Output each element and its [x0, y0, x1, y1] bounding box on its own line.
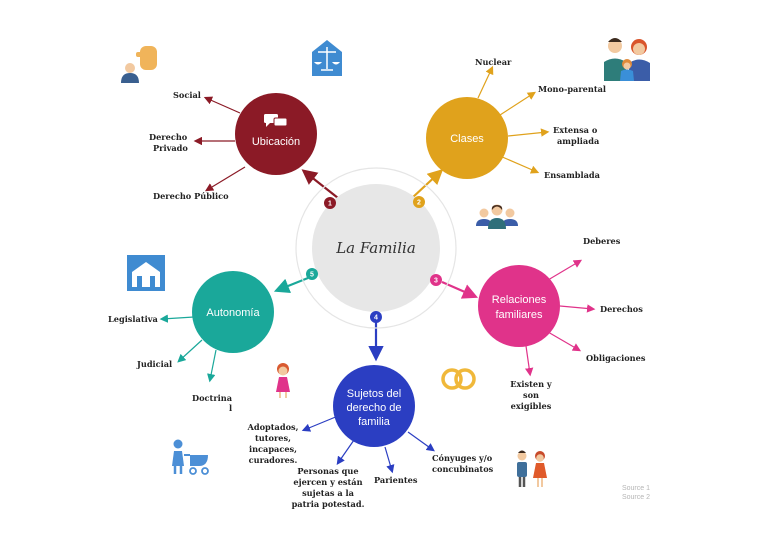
- branch-social: [203, 96, 241, 114]
- label-patria-potestad: patria potestad.: [292, 499, 365, 509]
- label-ampliada: ampliada: [557, 136, 600, 146]
- label-tutores: tutores,: [255, 433, 291, 443]
- node-ubicacion: Ubicación Social Derecho Privado Derecho…: [149, 90, 317, 201]
- branch-judicial: [177, 339, 203, 363]
- sujetos-title-line2: derecho de: [346, 402, 401, 414]
- branch-derechos: [559, 304, 596, 313]
- label-privado: Privado: [153, 143, 188, 153]
- label-obligaciones: Obligaciones: [586, 353, 646, 363]
- source-1: Source 1: [622, 485, 650, 492]
- label-social: Social: [173, 90, 201, 100]
- branch-deberes: [547, 259, 583, 281]
- label-sujetas: sujetas a la: [302, 488, 355, 498]
- relaciones-title-line2: familiares: [495, 309, 543, 321]
- label-curadores: curadores.: [249, 455, 298, 465]
- branch-conyuges: [407, 431, 435, 452]
- ubicacion-title: Ubicación: [252, 136, 300, 148]
- label-conyuges: Cónyuges y/o: [432, 453, 493, 463]
- label-doctrina-l: l: [229, 403, 232, 413]
- label-exigibles: exigibles: [511, 401, 552, 411]
- relaciones-title-line1: Relaciones: [492, 294, 547, 306]
- badge-2-label: 2: [417, 200, 421, 207]
- label-son: son: [523, 390, 539, 400]
- label-nuclear: Nuclear: [475, 57, 512, 67]
- label-personas-que: Personas que: [297, 466, 358, 476]
- center-circle: [312, 184, 440, 312]
- sujetos-title-line3: familia: [358, 416, 391, 428]
- branch-patria-potestad: [336, 439, 355, 465]
- badge-4: [370, 311, 382, 323]
- label-incapaces: incapaces,: [249, 444, 297, 454]
- center-ring: [295, 167, 457, 329]
- badge-4-label: 4: [374, 315, 378, 322]
- hand-user-icon: [121, 46, 157, 83]
- house-icon: [127, 255, 165, 291]
- label-judicial: Judicial: [136, 359, 172, 369]
- branch-adoptados: [301, 415, 339, 432]
- rings-icon: [441, 368, 476, 390]
- group-icon: [476, 204, 518, 229]
- label-legislativa: Legislativa: [108, 314, 158, 324]
- label-existen: Existen y: [510, 379, 552, 389]
- branch-legislativa: [159, 314, 195, 323]
- label-derecho: Derecho: [149, 132, 188, 142]
- scales-icon: [312, 40, 342, 76]
- source-2: Source 2: [622, 494, 650, 501]
- mother-stroller-icon: [172, 439, 209, 475]
- label-ejercen: ejercen y están: [293, 477, 362, 487]
- badge-2: [413, 196, 425, 208]
- family-photo-icon: [601, 37, 654, 81]
- branch-doctrinal: [207, 349, 217, 383]
- autonomia-circle: [192, 271, 274, 353]
- clases-title: Clases: [450, 133, 484, 145]
- branch-obligaciones: [547, 331, 582, 352]
- branch-exigibles: [524, 345, 534, 377]
- relaciones-circle: [478, 265, 560, 347]
- badge-1-label: 1: [328, 201, 332, 208]
- sujetos-circle: [333, 365, 415, 447]
- branch-extensa: [507, 128, 550, 137]
- sujetos-title-line1: Sujetos del: [347, 388, 401, 400]
- branch-mono-parental: [499, 91, 537, 116]
- number-badges: 1 2 3 4 5: [306, 196, 442, 323]
- node-sujetos: Sujetos del derecho de familia Adoptados…: [247, 365, 494, 509]
- label-derechos: Derechos: [600, 304, 643, 314]
- label-concubinatos: concubinatos: [432, 464, 494, 474]
- center-title: La Familia: [335, 239, 416, 257]
- label-deberes: Deberes: [583, 236, 621, 246]
- label-parientes: Parientes: [374, 475, 418, 485]
- branch-derecho-publico: [204, 166, 246, 192]
- badge-1: [324, 197, 336, 209]
- label-adoptados: Adoptados,: [247, 422, 299, 432]
- autonomia-title: Autonomía: [206, 307, 260, 319]
- branch-parientes: [384, 446, 395, 474]
- badge-3: [430, 274, 442, 286]
- badge-3-label: 3: [434, 278, 438, 285]
- label-extensa: Extensa o: [553, 125, 598, 135]
- node-clases: Clases Nuclear Mono-parental Extensa o a…: [426, 57, 606, 180]
- couple-icon: [517, 450, 547, 487]
- label-ensamblada: Ensamblada: [544, 170, 601, 180]
- branch-nuclear: [477, 65, 494, 99]
- connector-ubicacion: [301, 169, 339, 199]
- badge-5: [306, 268, 318, 280]
- ubicacion-circle: [235, 93, 317, 175]
- label-derecho-publico: Derecho Público: [153, 191, 229, 201]
- label-doctrina: Doctrina: [192, 393, 233, 403]
- node-relaciones: Relaciones familiares Deberes Derechos O…: [478, 236, 646, 411]
- chat-bubbles-icon: [264, 114, 288, 127]
- label-mono-parental: Mono-parental: [538, 84, 606, 94]
- node-autonomia: Autonomía Legislativa Judicial Doctrina …: [108, 271, 274, 413]
- badge-5-label: 5: [310, 272, 314, 279]
- girl-icon: [276, 363, 290, 398]
- clases-circle: [426, 97, 508, 179]
- connector-autonomia: [273, 276, 309, 294]
- branch-ensamblada: [499, 155, 540, 174]
